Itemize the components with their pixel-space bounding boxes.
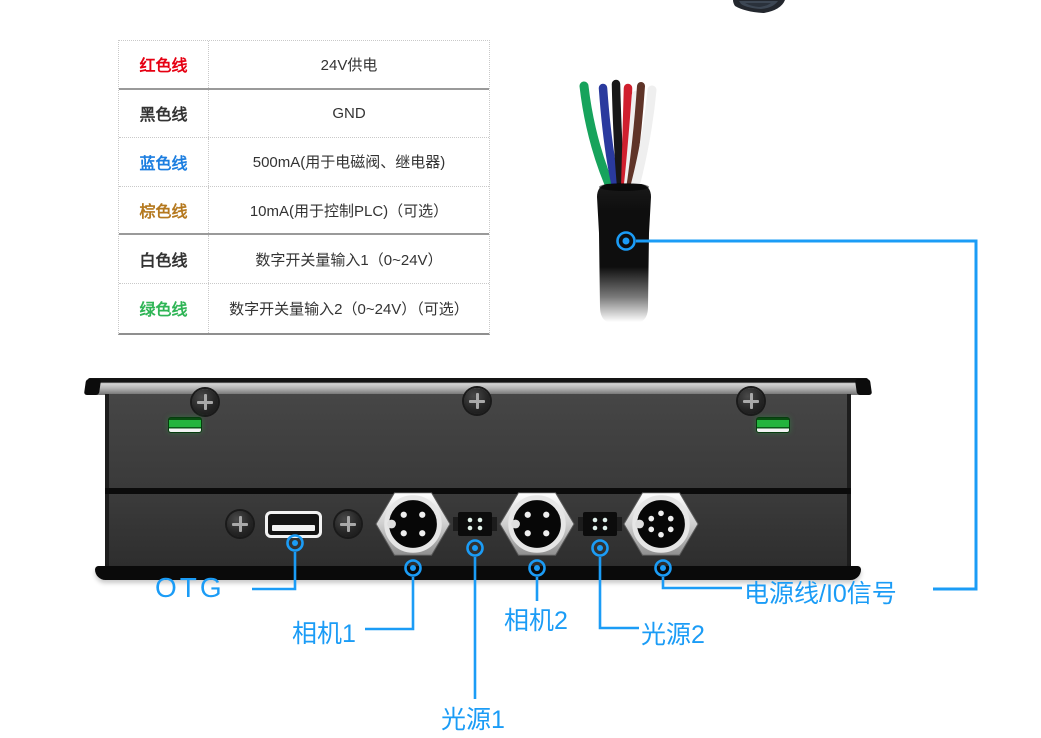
- power-label: 电源线/I0信号: [744, 580, 897, 608]
- table-row: 绿色线 数字开关量输入2（0~24V）（可选）: [119, 283, 489, 333]
- wire-name-cell: 红色线: [119, 41, 209, 88]
- cable-image: [579, 79, 657, 322]
- light1-terminal-icon: [453, 512, 497, 536]
- chassis-divider: [105, 488, 851, 494]
- rail-endcap-left: [83, 379, 102, 395]
- otg-label: OTG: [155, 572, 225, 603]
- light2-terminal-icon: [578, 512, 622, 536]
- wire-name-cell: 绿色线: [119, 283, 209, 333]
- camera1-label: 相机1: [292, 620, 356, 648]
- screw-icon: [335, 511, 361, 537]
- camera2-connector-icon: [499, 492, 575, 556]
- screw-icon: [227, 511, 253, 537]
- light1-label: 光源1: [441, 706, 505, 734]
- wire-desc-cell: 24V供电: [320, 56, 378, 74]
- table-row: 蓝色线 500mA(用于电磁阀、继电器): [119, 138, 489, 187]
- wire-name-cell: 白色线: [119, 235, 209, 283]
- wire-desc-cell: 500mA(用于电磁阀、继电器): [252, 154, 446, 172]
- wire-color-table: 红色线 24V供电 黑色线 GND 蓝色线 500mA(用于电磁阀、继电器) 棕…: [118, 40, 490, 335]
- screw-icon: [192, 389, 218, 415]
- screw-icon: [464, 388, 490, 414]
- camera2-label: 相机2: [504, 607, 568, 635]
- camera1-callout-line: [365, 577, 415, 631]
- wire-name-cell: 黑色线: [119, 89, 209, 138]
- power-connector-icon: [623, 492, 699, 556]
- rail-endcap-right: [854, 379, 873, 395]
- table-row: 白色线 数字开关量输入1（0~24V）: [119, 235, 489, 284]
- mount-clip-icon: [168, 417, 202, 433]
- light2-label: 光源2: [641, 621, 705, 649]
- device-panel: [83, 378, 873, 580]
- wire-name-cell: 棕色线: [119, 186, 209, 234]
- device-corner-image: [733, 0, 785, 13]
- cable-sheath: [597, 184, 651, 322]
- wire-desc-cell: 10mA(用于控制PLC)（可选）: [249, 202, 449, 220]
- screw-icon: [738, 388, 764, 414]
- wire-name-cell: 蓝色线: [119, 138, 209, 186]
- wire-desc-cell: 数字开关量输入1（0~24V）: [255, 251, 443, 269]
- usb-otg-port: [265, 511, 322, 538]
- camera1-connector-icon: [375, 492, 451, 556]
- wire-desc-cell: GND: [332, 104, 366, 122]
- table-row: 红色线 24V供电: [119, 41, 489, 90]
- table-row: 黑色线 GND: [119, 89, 489, 139]
- mount-clip-icon: [756, 417, 790, 433]
- wire-black: [611, 79, 627, 200]
- table-row: 棕色线 10mA(用于控制PLC)（可选）: [119, 186, 489, 236]
- wire-desc-cell: 数字开关量输入2（0~24V）（可选）: [229, 300, 469, 318]
